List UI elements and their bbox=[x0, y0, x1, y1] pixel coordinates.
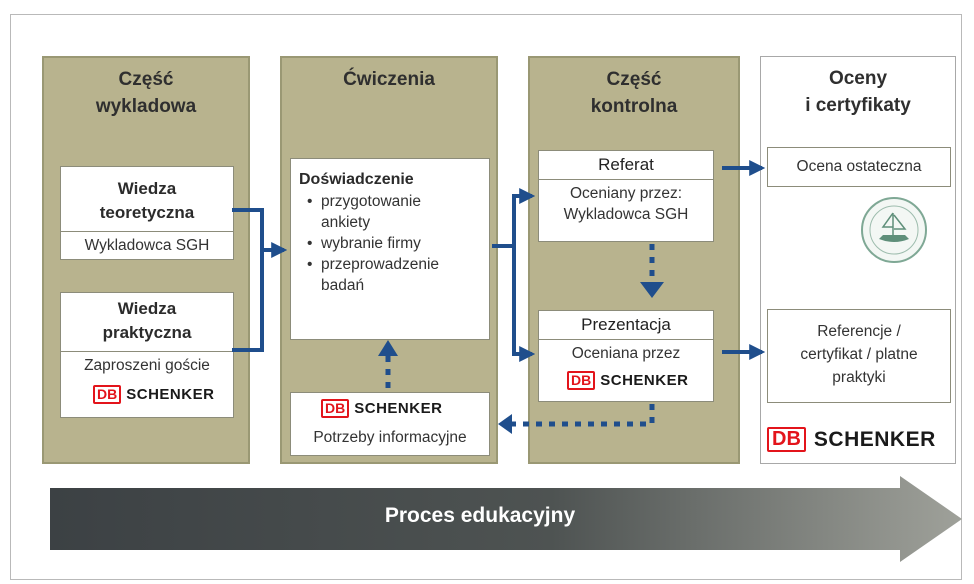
bullet-item: przygotowanie ankiety bbox=[307, 191, 483, 233]
schenker-logo-grades: DB SCHENKER bbox=[767, 427, 936, 452]
bullet-item: wybranie firmy bbox=[307, 233, 483, 254]
presentation-title: Prezentacja bbox=[581, 315, 671, 334]
column-grades: Oceny i certyfikaty Ocena ostateczna Ref… bbox=[760, 56, 956, 464]
db-logo-icon: DB bbox=[767, 427, 806, 452]
box-practice: Wiedza praktyczna Zaproszeni goście DB S… bbox=[60, 292, 234, 418]
box-presentation: Prezentacja Oceniana przez DB SCHENKER bbox=[538, 310, 714, 402]
column-control-title: Część kontrolna bbox=[590, 69, 678, 117]
column-control: Część kontrolna Referat Oceniany przez: … bbox=[528, 56, 740, 464]
report-separator bbox=[539, 179, 713, 180]
column-exercises-title: Ćwiczenia bbox=[343, 69, 435, 90]
presentation-separator bbox=[539, 339, 713, 340]
column-lecture: Część wykladowa Wiedza teoretyczna Wykla… bbox=[42, 56, 250, 464]
column-lecture-title: Część wykladowa bbox=[95, 69, 197, 117]
experience-title: Doświadczenie bbox=[299, 171, 414, 188]
db-logo-icon: DB bbox=[567, 371, 596, 390]
theory-lecturer: Wykladowca SGH bbox=[84, 237, 210, 254]
schenker-logo-lecture: DB SCHENKER bbox=[93, 385, 214, 404]
schenker-wordmark: SCHENKER bbox=[126, 386, 215, 403]
info-needs-label: Potrzeby informacyjne bbox=[313, 429, 467, 446]
final-grade-label: Ocena ostateczna bbox=[796, 158, 922, 175]
schenker-wordmark: SCHENKER bbox=[813, 427, 936, 451]
practice-guests: Zaproszeni goście bbox=[84, 357, 210, 374]
references-label: Referencje / certyfikat / platne praktyk… bbox=[800, 323, 918, 386]
process-arrow bbox=[50, 476, 962, 562]
box-info-needs: DB SCHENKER Potrzeby informacyjne bbox=[290, 392, 490, 456]
sgh-seal-icon bbox=[861, 197, 927, 263]
box-theory: Wiedza teoretyczna Wykladowca SGH bbox=[60, 166, 234, 260]
box-final-grade: Ocena ostateczna bbox=[767, 147, 951, 187]
process-label: Proces edukacyjny bbox=[384, 504, 576, 527]
report-title: Referat bbox=[598, 155, 654, 174]
db-logo-icon: DB bbox=[93, 385, 122, 404]
practice-title: Wiedza praktyczna bbox=[102, 299, 192, 342]
report-evaluator: Oceniany przez: Wykladowca SGH bbox=[563, 185, 689, 223]
experience-bullets: przygotowanie ankiety wybranie firmy prz… bbox=[299, 191, 483, 296]
box-references: Referencje / certyfikat / platne praktyk… bbox=[767, 309, 951, 403]
schenker-logo-control: DB SCHENKER bbox=[567, 371, 688, 390]
theory-title: Wiedza teoretyczna bbox=[99, 179, 195, 222]
column-exercises: Ćwiczenia Doświadczenie przygotowanie an… bbox=[280, 56, 498, 464]
bullet-item: przeprowadzenie badań bbox=[307, 254, 483, 296]
schenker-wordmark: SCHENKER bbox=[354, 400, 443, 417]
practice-separator bbox=[61, 351, 233, 352]
presentation-evaluator: Oceniana przez bbox=[571, 345, 681, 362]
db-logo-icon: DB bbox=[321, 399, 350, 418]
column-grades-title: Oceny i certyfikaty bbox=[805, 68, 911, 116]
theory-separator bbox=[61, 231, 233, 232]
box-report: Referat Oceniany przez: Wykladowca SGH bbox=[538, 150, 714, 242]
schenker-wordmark: SCHENKER bbox=[600, 372, 689, 389]
schenker-logo-exercises: DB SCHENKER bbox=[321, 399, 442, 418]
box-experience: Doświadczenie przygotowanie ankiety wybr… bbox=[290, 158, 490, 340]
